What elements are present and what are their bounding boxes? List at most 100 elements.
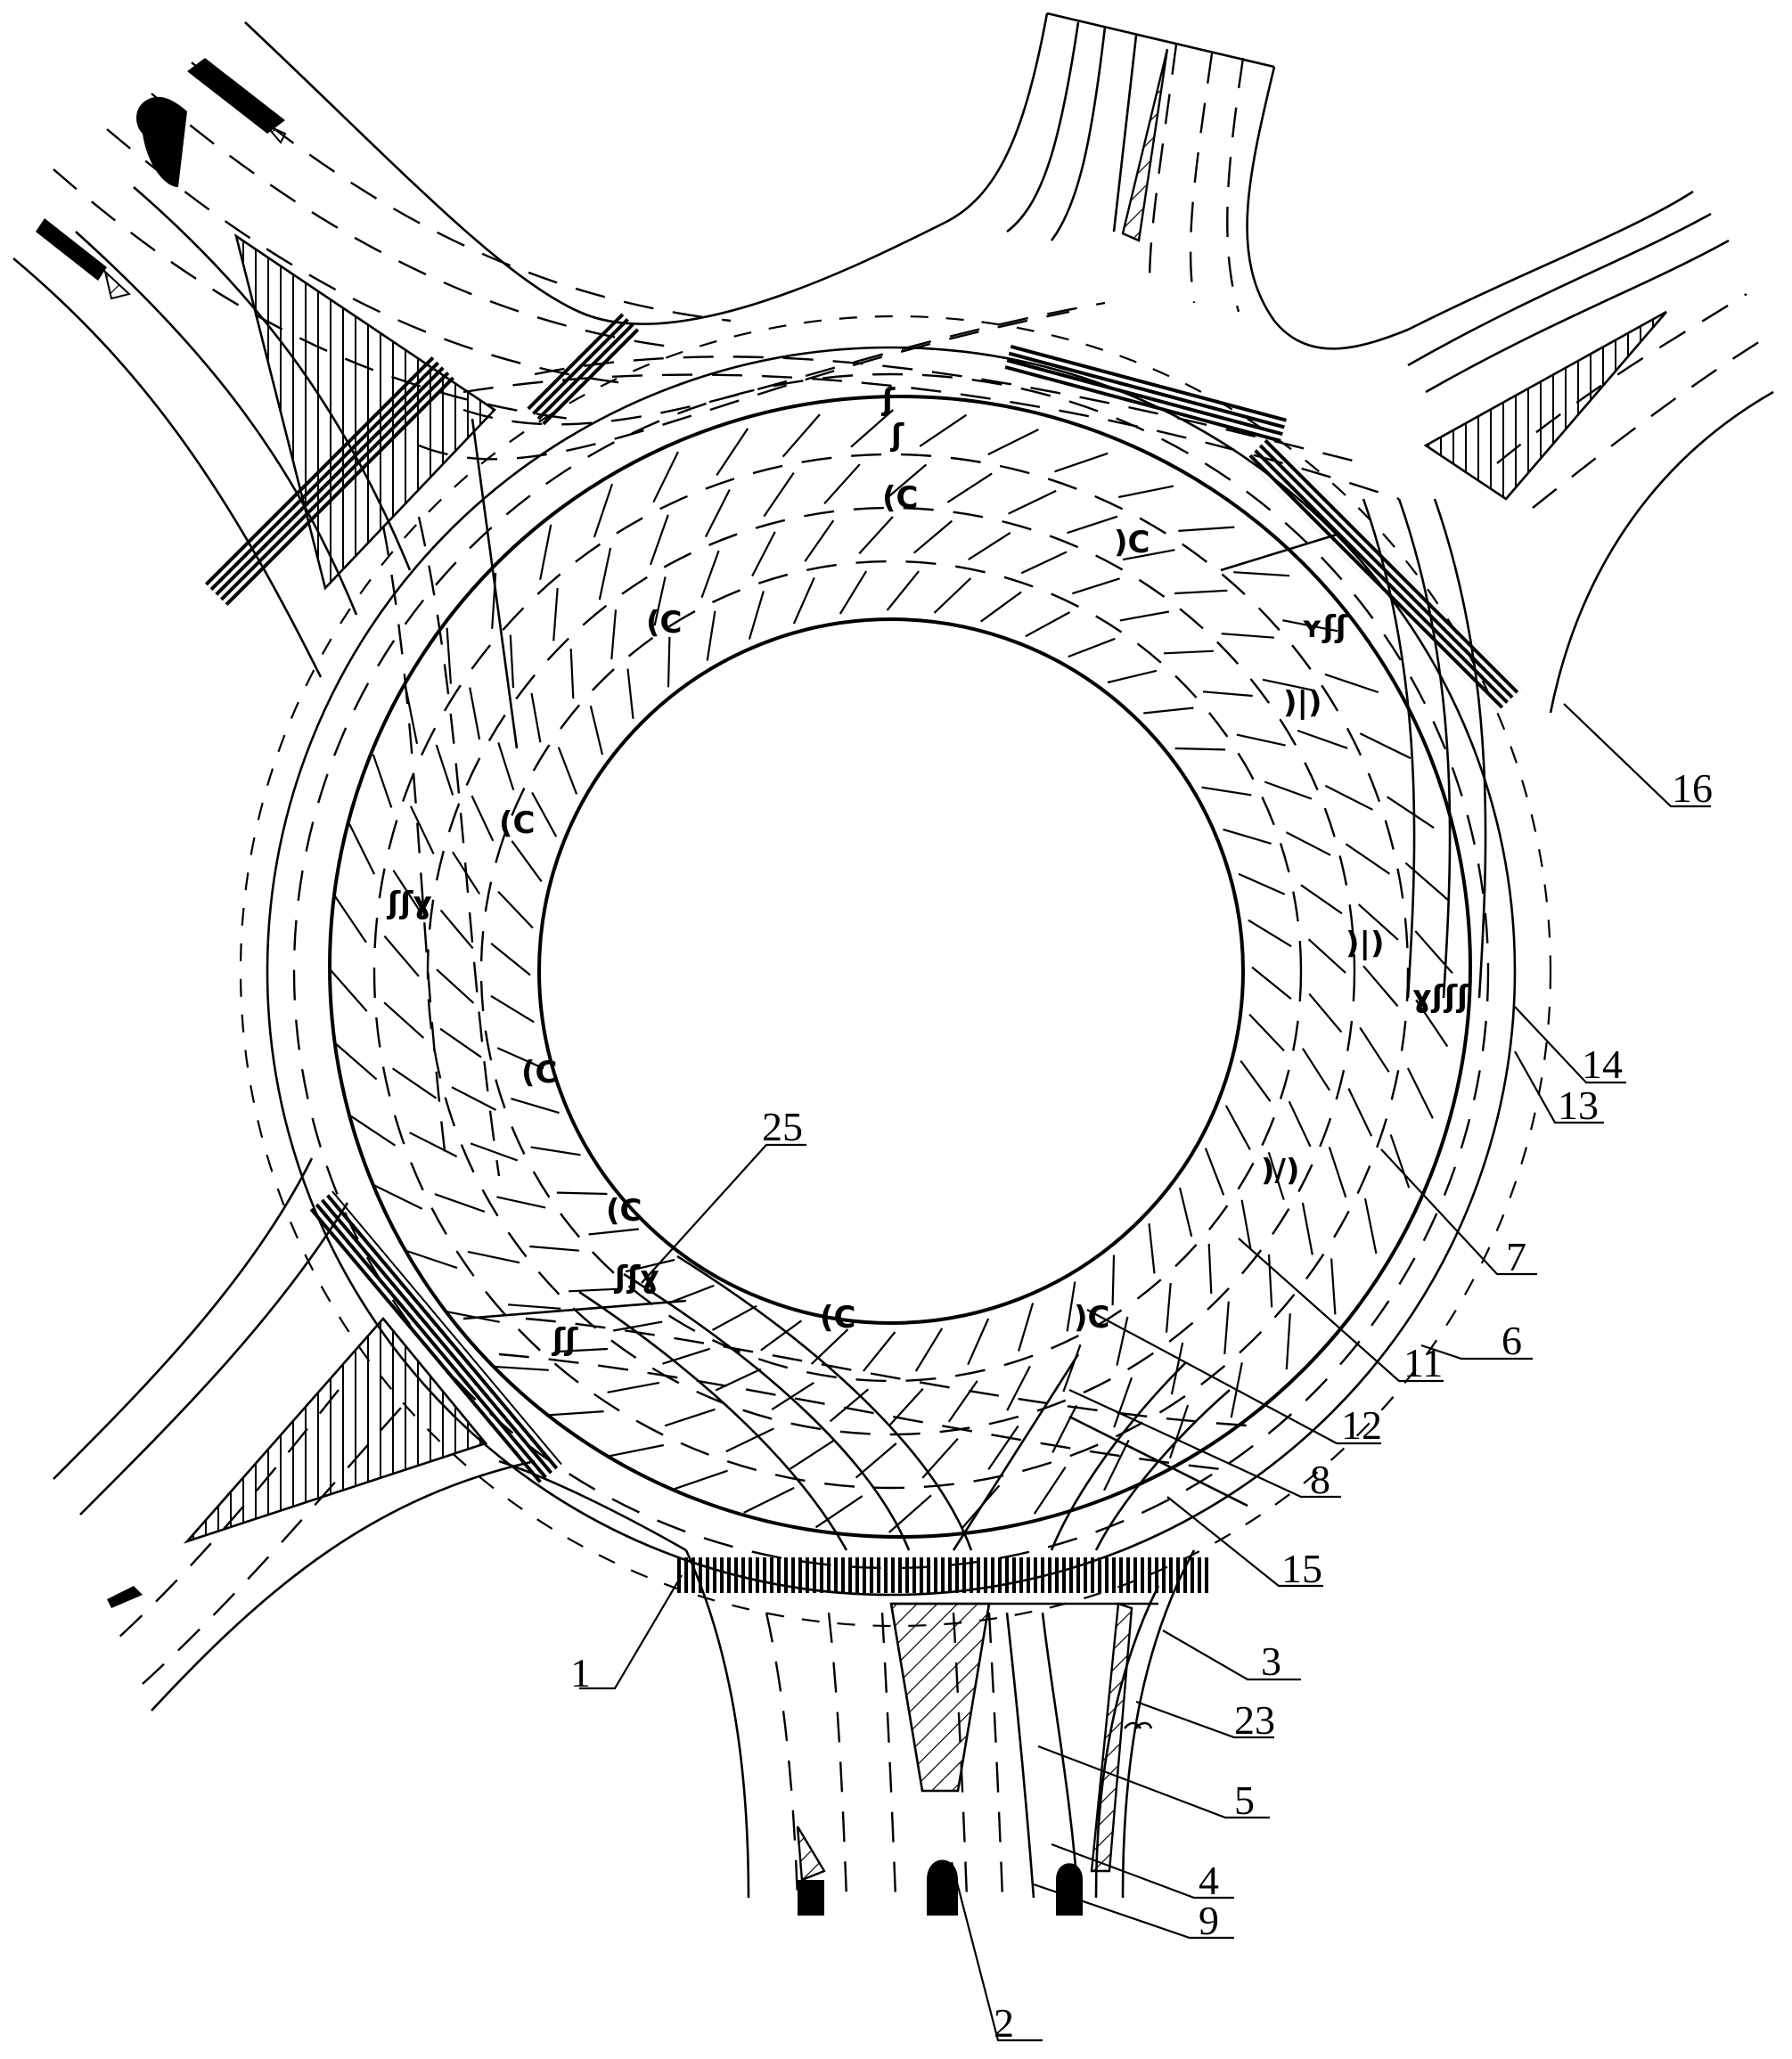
lane-tick [1164, 651, 1214, 654]
lane-tick [665, 1409, 716, 1426]
lane-tick [491, 944, 530, 976]
lane-tick [608, 1383, 659, 1393]
lane-tick [511, 1099, 559, 1113]
lane-tick [1202, 788, 1252, 796]
lane-tick [1233, 572, 1289, 576]
lane-tick [1203, 691, 1253, 696]
lane-tick [1223, 829, 1272, 844]
lane-tick [532, 793, 556, 837]
lane-tick [493, 1367, 549, 1370]
lane-tick [1331, 1258, 1335, 1314]
svg-text:ʏʃʃ: ʏʃʃ [1301, 609, 1349, 645]
lane-tick [569, 1289, 618, 1292]
svg-text:(C: (C [521, 1055, 558, 1091]
lane-tick [1175, 748, 1226, 749]
lane-tick [981, 592, 1022, 621]
label-12: 12 [1341, 1402, 1382, 1448]
lane-tick [594, 484, 612, 537]
lane-tick [668, 637, 669, 688]
lane-tick [1363, 966, 1398, 1006]
lane-tick [752, 532, 775, 576]
label-2: 2 [994, 2000, 1014, 2046]
lane-tick [1209, 1244, 1212, 1294]
lane-tick [1007, 1366, 1030, 1410]
lane-tick [1301, 885, 1342, 913]
label-1: 1 [570, 1650, 591, 1695]
lane-tick [840, 571, 866, 614]
lane-tick [1287, 1313, 1290, 1369]
lane-tick [761, 1320, 802, 1350]
lane-tick [440, 1029, 481, 1058]
label-3: 3 [1261, 1638, 1281, 1684]
label-11: 11 [1403, 1340, 1443, 1385]
lane-tick [496, 1197, 545, 1207]
lane-tick [1405, 863, 1448, 900]
svg-text:)C: )C [1074, 1300, 1110, 1336]
approach-north [945, 13, 1408, 443]
lane-tick [1104, 1440, 1129, 1491]
lane-tick [708, 611, 716, 661]
label-13: 13 [1558, 1083, 1599, 1128]
lane-tick [1309, 994, 1341, 1033]
lane-tick [1286, 832, 1330, 855]
lane-tick [1237, 735, 1286, 746]
lane-tick [713, 1306, 757, 1330]
label-16: 16 [1672, 765, 1713, 811]
lane-tick [1269, 1254, 1272, 1307]
svg-text:(C: (C [499, 805, 536, 841]
lane-tick [1330, 1148, 1346, 1198]
lane-tick [675, 1471, 728, 1490]
label-25: 25 [762, 1104, 803, 1149]
svg-text:)|): )|) [1283, 685, 1322, 721]
lane-tick [498, 892, 533, 928]
lane-tick [1068, 517, 1118, 534]
lane-tick [1026, 612, 1070, 636]
lane-tick [1289, 1101, 1311, 1147]
lane-tick [920, 415, 966, 446]
lane-tick [988, 1426, 1019, 1469]
lane-tick [1348, 1089, 1371, 1137]
lane-tick [589, 1230, 639, 1235]
lane-tick [1360, 1027, 1388, 1072]
lane-tick [498, 742, 513, 789]
lane-tick [935, 578, 971, 613]
svg-text:)|): )|) [1346, 926, 1385, 961]
svg-text:ʃ: ʃ [880, 382, 896, 418]
lane-tick [559, 748, 577, 795]
lane-tick [1252, 968, 1291, 1000]
lane-tick [1297, 731, 1347, 748]
lane-tick [1178, 527, 1234, 531]
svg-text:(C: (C [882, 480, 919, 516]
lane-tick [1303, 1049, 1330, 1091]
lane-tick [726, 1428, 774, 1451]
lane-tick [393, 1068, 437, 1099]
lane-tick [373, 755, 392, 808]
lane-tick [988, 429, 1039, 454]
lane-tick [447, 628, 451, 684]
lane-tick [437, 745, 454, 796]
label-15: 15 [1281, 1546, 1322, 1591]
lane-tick [508, 1304, 561, 1309]
lane-tick [706, 490, 730, 537]
lane-tick [1303, 1203, 1313, 1254]
lane-tick [1021, 552, 1067, 574]
lane-tick [410, 1132, 457, 1156]
lane-tick [716, 1369, 761, 1391]
lane-tick [1226, 1106, 1250, 1150]
approach-southwest [53, 1158, 686, 1711]
lane-tick [764, 473, 794, 517]
lane-tick [330, 969, 367, 1011]
approach-south [677, 1550, 1212, 1916]
lane-tick [805, 520, 833, 561]
lane-tick [790, 1440, 835, 1468]
lane-tick [511, 841, 541, 882]
lane-tick [1387, 797, 1435, 828]
lane-tick [1068, 639, 1116, 657]
lane-tick [349, 824, 374, 875]
svg-text:ʃ: ʃ [889, 418, 904, 453]
lane-tick [831, 1389, 869, 1421]
lane-tick [1118, 486, 1174, 497]
lane-tick [1113, 1255, 1114, 1306]
lane-tick [1325, 786, 1372, 810]
